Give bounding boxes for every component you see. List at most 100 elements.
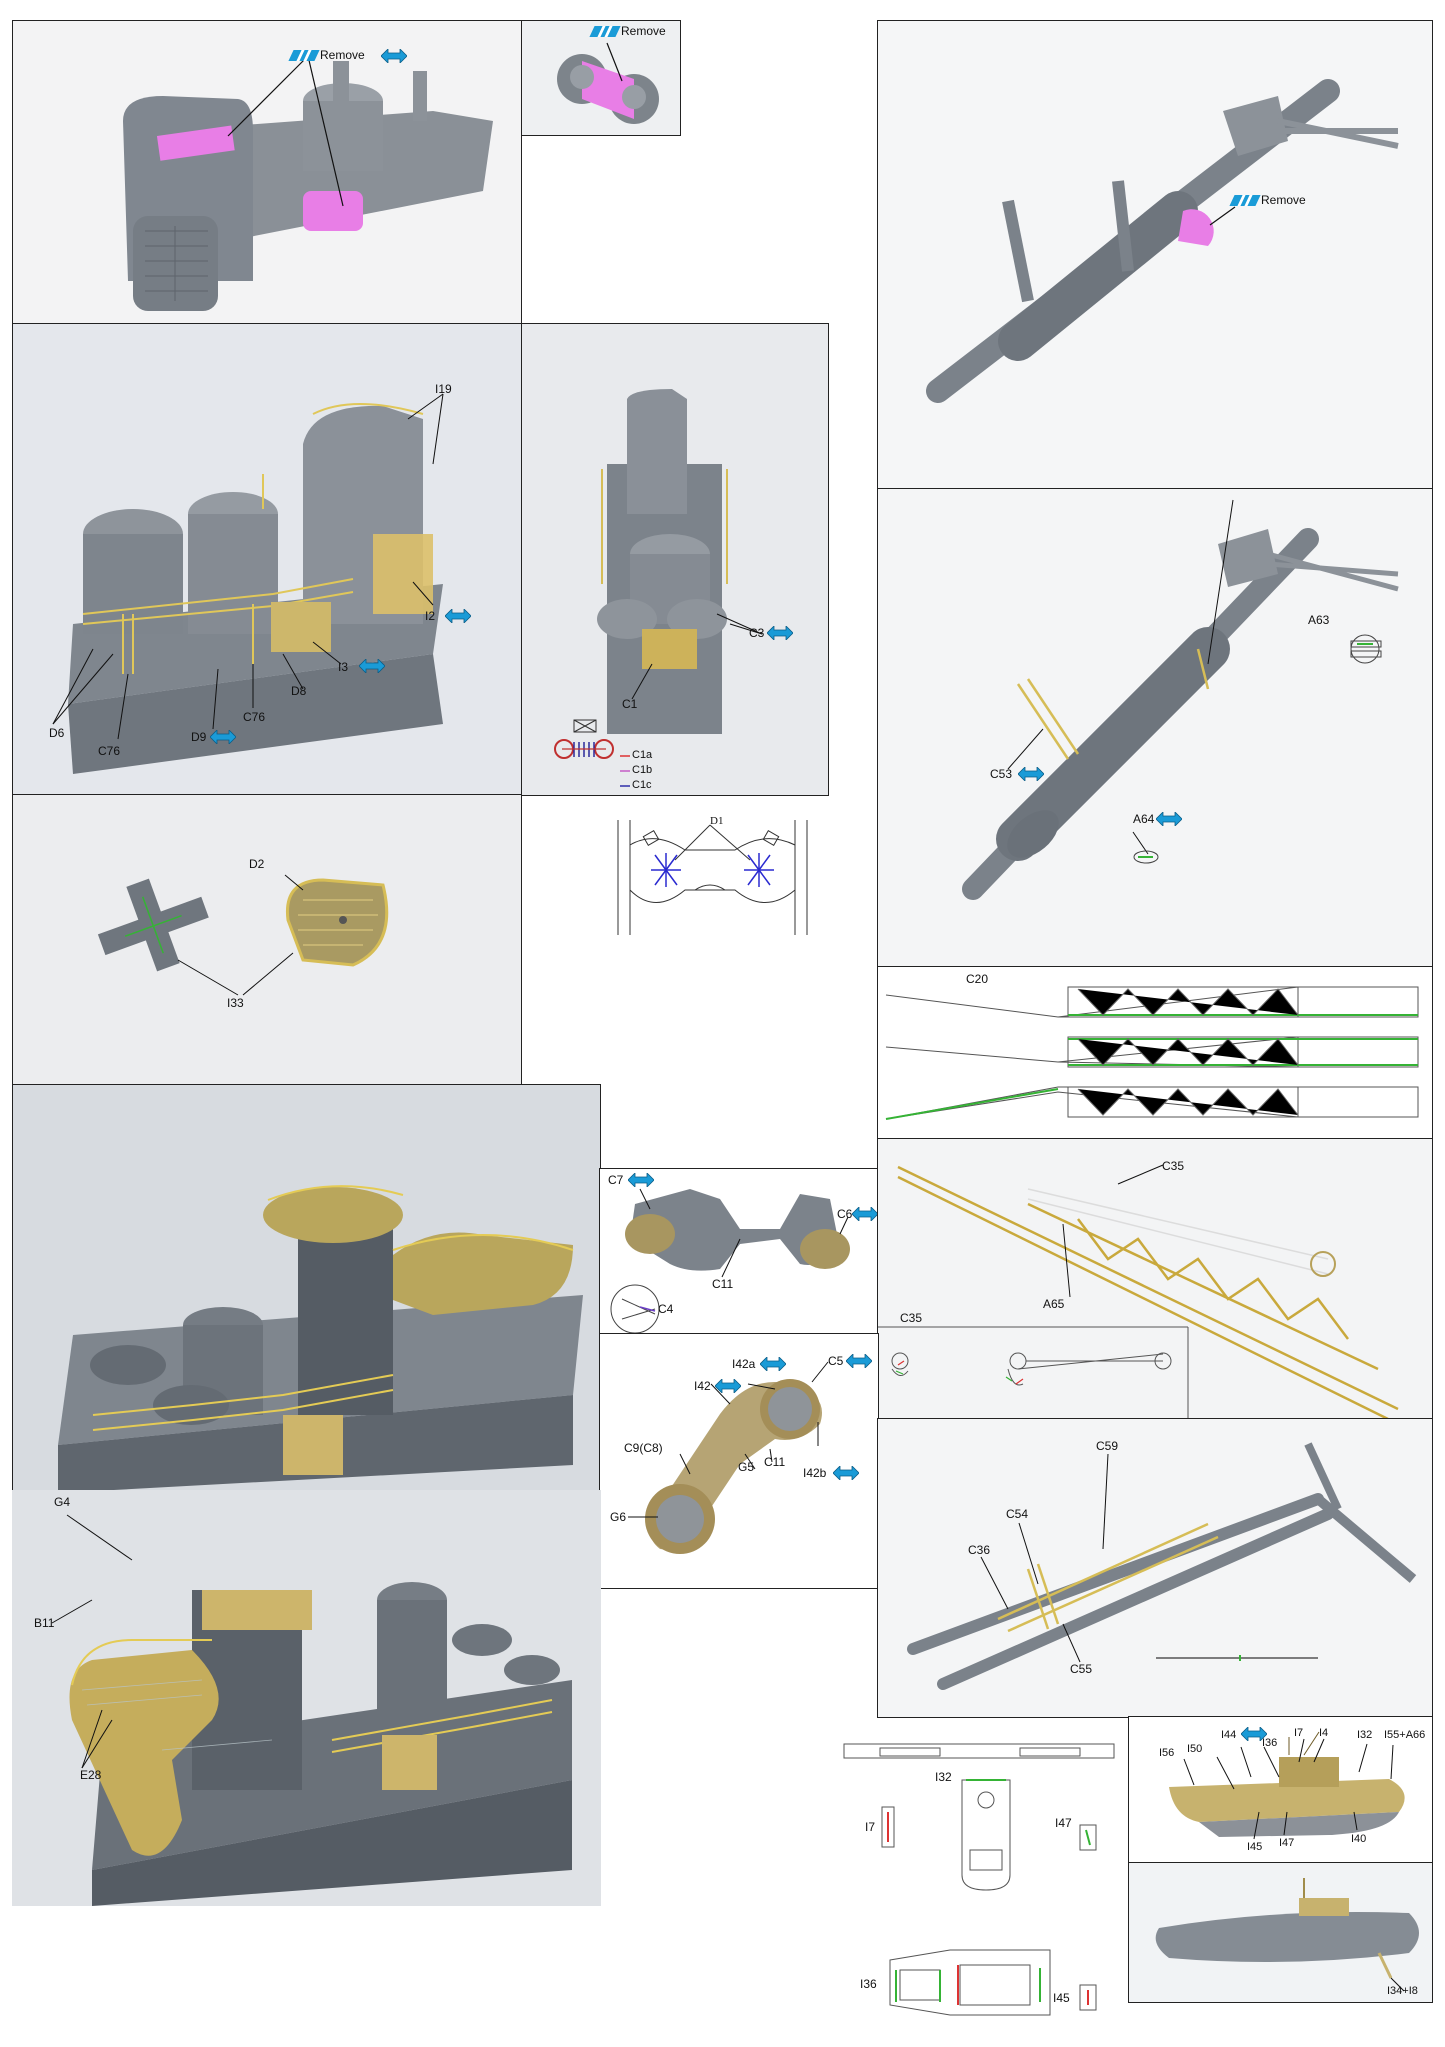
bridge-base-photo <box>13 21 521 324</box>
panel-bridge-rear: G4 B11 E28 <box>12 1490 601 1906</box>
part-label: I7 <box>865 1820 876 1834</box>
part-label: C11 <box>764 1455 786 1469</box>
part-label: C20 <box>966 972 989 986</box>
panel-platform-d2: D2 I33 <box>12 794 522 1086</box>
remove-label: Remove <box>1261 193 1306 207</box>
panel-bridge-base-remove: Remove <box>12 20 522 325</box>
double-arrow-icon <box>210 730 236 744</box>
bridge-rear-photo <box>12 1490 601 1906</box>
part-label: C35 <box>900 1311 923 1325</box>
part-label: I45 <box>1247 1841 1263 1853</box>
part-label: C76 <box>243 710 266 724</box>
boat-pe-photo <box>1129 1717 1432 1863</box>
double-arrow-icon <box>833 1466 859 1480</box>
double-arrow-icon <box>445 609 471 623</box>
double-arrow-icon <box>760 1357 786 1371</box>
double-arrow-icon <box>1018 767 1044 781</box>
panel-d1-diagram: D1 <box>615 815 810 940</box>
part-label: C76 <box>98 744 121 758</box>
remove-label: Remove <box>621 24 666 38</box>
c20-fret-diagram <box>878 967 1432 1139</box>
part-label: A65 <box>1043 1297 1065 1311</box>
part-label: I19 <box>435 382 452 396</box>
remove-label: Remove <box>320 48 365 62</box>
part-label: C59 <box>1096 1439 1119 1453</box>
part-label: I32 <box>1357 1729 1373 1741</box>
double-arrow-icon <box>381 49 407 63</box>
part-label: I36 <box>860 1977 877 1991</box>
platform-d2-photo <box>13 795 521 1085</box>
part-label: D9 <box>191 730 207 744</box>
part-label: I34+I8 <box>1387 1985 1418 1997</box>
part-label: C1a <box>632 749 653 761</box>
crane-post-pe-photo <box>878 489 1432 967</box>
platform-c7-photo <box>600 1169 878 1334</box>
part-label: I36 <box>1262 1737 1278 1749</box>
part-label: I40 <box>1351 1833 1367 1845</box>
panel-crane-boom-pe: C35 A65 C35 <box>877 1138 1433 1420</box>
part-label: I3 <box>338 660 349 674</box>
part-label: I47 <box>1279 1837 1295 1849</box>
part-label: I56 <box>1159 1747 1175 1759</box>
part-label: C4 <box>658 1302 674 1316</box>
part-label: E28 <box>80 1768 102 1782</box>
part-label: D6 <box>49 726 65 740</box>
double-arrow-icon <box>359 659 385 673</box>
part-label: C3 <box>749 626 765 640</box>
bridge-finished-photo <box>13 1085 600 1491</box>
part-label: C5 <box>828 1354 844 1368</box>
part-label: C1c <box>632 779 652 791</box>
part-label: C7 <box>608 1173 624 1187</box>
part-label: I45 <box>1053 1991 1070 2005</box>
boat-hull-photo <box>1129 1863 1432 2002</box>
part-label: I42b <box>803 1466 827 1480</box>
part-label: I42a <box>732 1357 756 1371</box>
part-label: C1b <box>632 764 653 776</box>
remove-tag-icon <box>589 25 621 37</box>
panel-bridge-railings: I19 I2 I3 D8 C76 D9 D6 C76 <box>12 323 522 796</box>
part-label: C54 <box>1006 1507 1029 1521</box>
part-label: I42 <box>694 1379 711 1393</box>
remove-tag-icon <box>288 49 320 61</box>
part-label: D1 <box>710 815 724 827</box>
panel-boat-pe-diagrams: I32 I7 I47 I36 I45 <box>840 1740 1120 2040</box>
part-label: I50 <box>1187 1743 1203 1755</box>
part-label: G4 <box>54 1495 71 1509</box>
part-label: G5 <box>738 1460 755 1474</box>
double-arrow-icon <box>628 1173 654 1187</box>
remove-callout: Remove <box>288 48 365 62</box>
part-label: C6 <box>837 1207 853 1221</box>
bridge-front-photo <box>522 324 828 795</box>
part-label: D8 <box>291 684 307 698</box>
panel-crane-post-pe: A63 C53 A64 <box>877 488 1433 968</box>
d1-diagram <box>617 820 808 935</box>
double-arrow-icon <box>852 1207 878 1221</box>
panel-boat-pe: I44 I7 I4 I32 I55+A66 I56 I50 I36 I45 I4… <box>1128 1716 1433 1864</box>
double-arrow-icon <box>846 1354 872 1368</box>
double-arrow-icon <box>767 626 793 640</box>
part-label: C11 <box>712 1277 734 1291</box>
part-label: A63 <box>1308 613 1330 627</box>
panel-small-part-remove: Remove <box>521 20 681 136</box>
panel-platform-i42: I42a C5 I42 C9(C8) G5 C11 I42b G6 <box>599 1333 879 1589</box>
part-label: I32 <box>935 1770 952 1784</box>
part-label: C55 <box>1070 1662 1093 1676</box>
remove-callout: Remove <box>589 24 666 38</box>
panel-boat-hull: I34+I8 <box>1128 1862 1433 2003</box>
part-label: I4 <box>1319 1727 1329 1739</box>
double-arrow-icon <box>715 1379 741 1393</box>
part-label: C36 <box>968 1543 991 1557</box>
part-label: I55+A66 <box>1384 1729 1426 1741</box>
part-label: D2 <box>249 857 265 871</box>
crane-post-photo <box>878 21 1432 489</box>
part-label: I2 <box>425 609 436 623</box>
panel-platform-c7: C7 C6 C11 C4 <box>599 1168 879 1335</box>
platform-i42-photo <box>600 1334 878 1588</box>
crane-boom-pe-photo <box>878 1139 1432 1419</box>
panel-c20-fret: C20 <box>877 966 1433 1140</box>
part-label: C35 <box>1162 1159 1185 1173</box>
part-label: G6 <box>610 1510 627 1524</box>
part-label: C1 <box>622 697 638 711</box>
double-arrow-icon <box>1241 1727 1267 1741</box>
panel-bridge-front: C3 C1 C1a C1b C1c <box>521 323 829 796</box>
